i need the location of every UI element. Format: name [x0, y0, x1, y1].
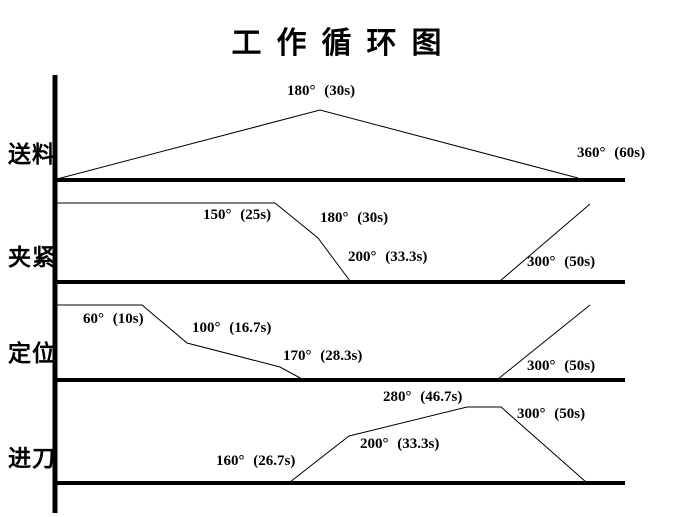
- angle-time-label: 200° (33.3s): [348, 249, 428, 265]
- angle-time-label: 150° (25s): [203, 207, 272, 223]
- angle-time-label: 100° (16.7s): [192, 320, 272, 336]
- row-label-locate: 定位: [8, 341, 56, 366]
- angle-time-label: 160° (26.7s): [216, 453, 296, 469]
- curve-clamp-1: [499, 203, 591, 282]
- angle-time-label: 180° (30s): [287, 83, 356, 99]
- curve-locate-0: [57, 304, 303, 380]
- curve-cut-0: [289, 406, 587, 483]
- curve-clamp-0: [57, 202, 351, 282]
- angle-time-label: 170° (28.3s): [283, 348, 363, 364]
- curve-locate-1: [497, 304, 591, 380]
- angle-time-label: 300° (50s): [527, 254, 596, 270]
- angle-time-label: 300° (50s): [527, 358, 596, 374]
- angle-time-label: 200° (33.3s): [360, 436, 440, 452]
- row-label-clamp: 夹紧: [8, 245, 56, 270]
- angle-time-label: 60° (10s): [83, 311, 144, 327]
- curve-feed-0: [56, 109, 579, 180]
- row-label-cut: 进刀: [8, 446, 56, 471]
- row-label-feed: 送料: [8, 142, 56, 167]
- angle-time-label: 280° (46.7s): [383, 389, 463, 405]
- diagram-title: 工作循环图: [231, 27, 457, 60]
- angle-time-label: 180° (30s): [320, 210, 389, 226]
- angle-time-label: 360° (60s): [577, 145, 646, 161]
- angle-time-label: 300° (50s): [517, 406, 586, 422]
